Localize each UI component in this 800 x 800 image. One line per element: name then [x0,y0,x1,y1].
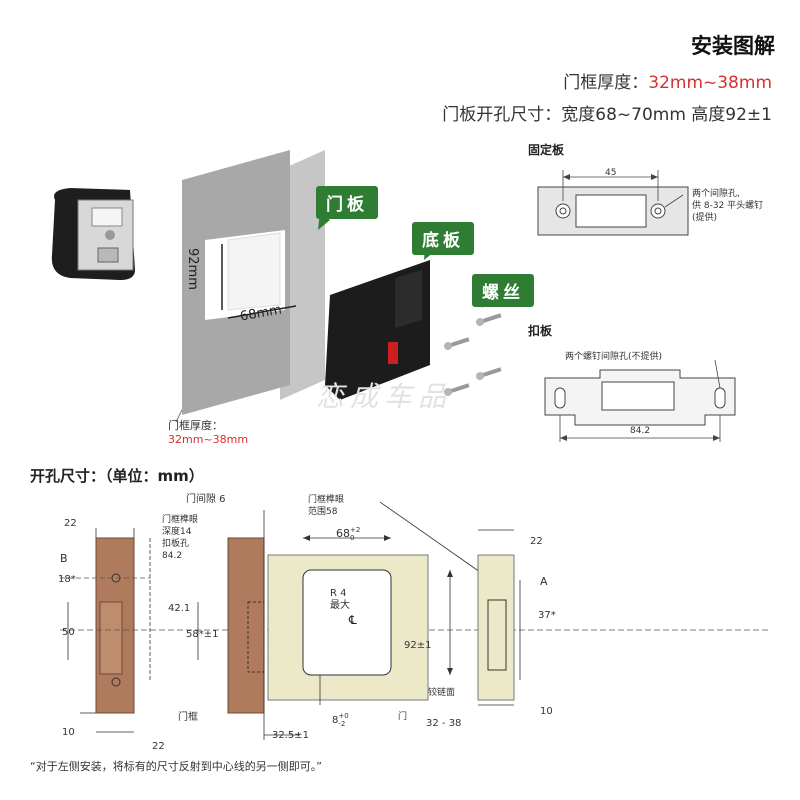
door-cutout [302,569,392,676]
fixing-plate-title: 固定板 [528,143,565,157]
lock-body-image [51,188,135,280]
cutout-width-tol-lower: 0 [350,534,355,542]
dim-8-tolerance: +0-2 [338,712,348,728]
cutout-spec: 门板开孔尺寸：宽度68~70mm 高度92±1 [442,105,772,125]
dim-8-value: 8 [332,715,339,726]
page-title: 安装图解 [691,34,775,58]
installation-illustration [51,150,502,423]
screw-tag: 螺丝 [472,274,534,307]
right-dim-10: 10 [540,706,553,717]
fixing-plate-note-line2: 供 8-32 平头螺钉 [692,201,764,211]
fixing-plate-note-line1: 两个间隙孔, [692,189,740,199]
dim-8-tol-upper: +0 [338,712,349,720]
dim-8-tol-lower: -2 [338,720,346,728]
base-plate-image [325,260,430,400]
center-mark: ℄ [349,613,357,627]
door-panel-back [280,150,325,400]
frame-front-view [227,537,265,714]
radius-line2: 最大 [330,600,350,611]
strike-plate-title: 扣板 [528,324,553,338]
fixing-plate-note: 两个间隙孔, 供 8-32 平头螺钉 (提供) [692,188,763,224]
frame-label: 门框 [178,712,198,723]
section-title: 开孔尺寸：（单位：mm） [30,467,204,485]
dim-8: 8+0-2 [332,712,349,728]
label-a: A [540,575,548,588]
frame-thickness-note-value: 32mm~38mm [168,433,249,446]
radius-line1: R 4 [330,588,347,599]
footnote: “对于左侧安装，将标有的尺寸反射到中心线的另一侧即可。” [30,760,322,773]
dim-32-5: 32.5±1 [272,730,310,741]
gap-label: 门间隙 6 [186,494,226,505]
left-dim-18: 18* [58,574,76,585]
frame-thickness-note: 门框厚度： 32mm~38mm [168,417,248,446]
hole-label: 扣板孔 [162,539,190,549]
cutout-width-tol-upper: +2 [350,526,361,534]
label-b: B [60,552,68,565]
door-panel-tag: 门板 [316,186,378,219]
strike-plate-note: 两个螺钉间隙孔(不提供) [565,352,663,362]
fixing-plate-drawing [537,170,689,236]
mortise-range-note: 门框榫眼 范围58 [308,494,344,518]
frame-thickness-note-label: 门框厚度： [168,419,223,432]
door-panel-image [182,150,290,415]
right-dim-37: 37* [538,610,556,621]
mortise-line1: 门框榫眼 [162,515,199,525]
left-dim-22-bottom: 22 [152,741,165,752]
left-dim-22: 22 [64,518,77,529]
mortise-range-line1: 门框榫眼 [308,495,345,505]
strike-plate-dim: 84.2 [630,426,651,436]
right-dim-range: 32 - 38 [426,718,462,729]
cutout-width-value: 68 [336,527,350,540]
hinge-label: 铰链面 [428,688,456,698]
cutout-height-dim: 92±1 [404,640,432,651]
watermark: 恋成车品 [316,380,453,413]
base-plate-tag: 底板 [412,222,474,255]
frame-thickness-spec: 门框厚度：32mm~38mm [563,68,772,93]
fixing-plate-note-line3: (提供) [692,213,718,223]
hole-dim: 84.2 [162,551,183,561]
strike-plate-drawing [544,360,736,442]
frame-thickness-value: 32mm~38mm [648,73,772,93]
door-label: 门 [398,712,408,722]
radius-note: R 4 最大 [330,588,350,612]
fixing-plate-dim: 45 [605,168,617,178]
left-dim-50: 50 [62,627,75,638]
cutout-drawing [60,501,770,740]
frame-thickness-label: 门框厚度： [563,73,649,93]
door-height-dim: 92mm [185,248,200,290]
mortise-line2: 深度14 [162,527,192,537]
left-dim-10: 10 [62,727,75,738]
right-dim-22: 22 [530,536,543,547]
dim-58: 58*±1 [186,629,219,640]
mortise-note: 门框榫眼 深度14 扣板孔 84.2 [162,514,198,562]
dim-42: 42.1 [168,603,191,614]
screws-image [444,313,502,396]
mortise-range-line2: 范围58 [308,507,338,517]
door-width-dim-line [227,305,297,319]
